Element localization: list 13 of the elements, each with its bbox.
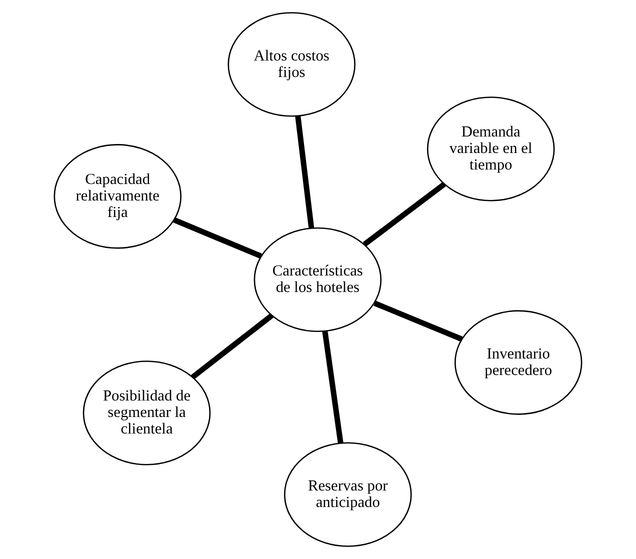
node-ellipse: Características de los hoteles xyxy=(254,227,382,332)
connector xyxy=(322,330,344,444)
node-ellipse: Reservas por anticipado xyxy=(284,442,412,547)
connector xyxy=(190,313,274,380)
node-ellipse: Altos costos fijos xyxy=(228,12,356,117)
connector xyxy=(295,116,314,228)
node-ellipse: Capacidad relativamente fija xyxy=(54,144,182,249)
node-ellipse: Inventario perecedero xyxy=(454,310,582,415)
connector xyxy=(374,300,463,342)
node-ellipse: Demanda variable en el tiempo xyxy=(426,96,555,202)
node-ellipse: Posibilidad de segmentar la clientela xyxy=(82,360,211,466)
connector xyxy=(362,182,446,246)
connector xyxy=(173,217,262,259)
